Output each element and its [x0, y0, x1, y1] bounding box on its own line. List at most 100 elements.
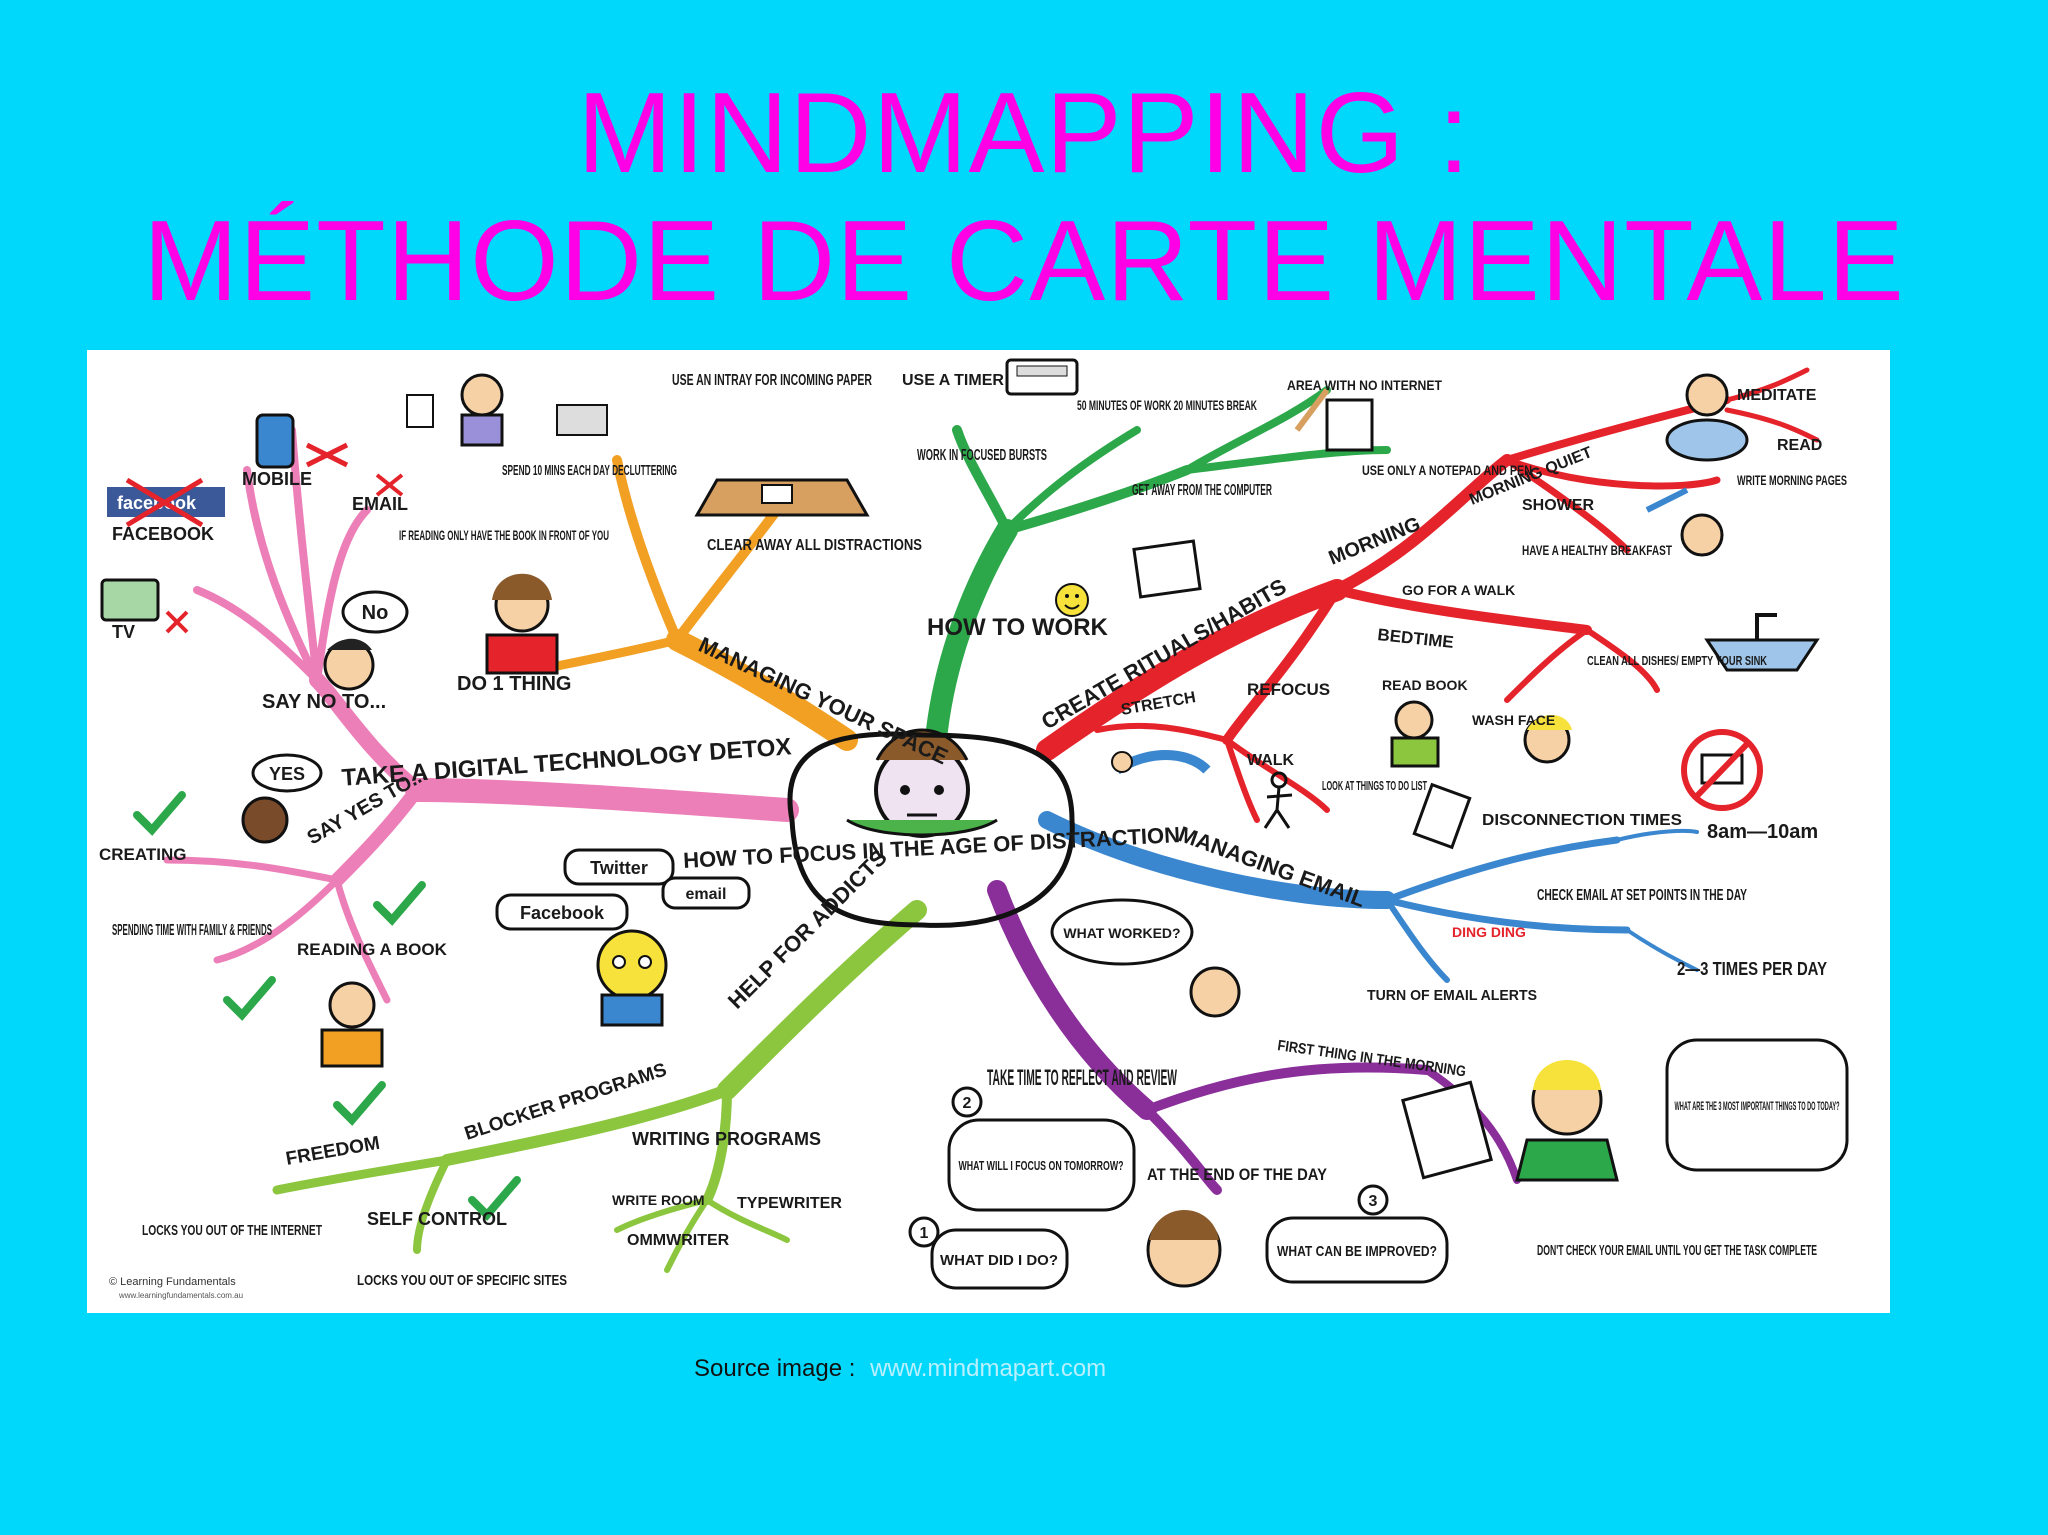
area-no-internet-label: AREA WITH NO INTERNET — [1287, 377, 1442, 393]
email-label: EMAIL — [352, 494, 408, 514]
no-bubble-text: No — [362, 602, 389, 624]
what-worked-bubble — [1050, 898, 1194, 966]
check-icon — [468, 1176, 521, 1221]
writing-label: WRITING PROGRAMS — [632, 1129, 821, 1149]
reflect-label: TAKE TIME TO REFLECT AND REVIEW — [987, 1065, 1177, 1090]
reading-child-icon — [320, 981, 384, 1068]
todo-list-icon — [1412, 782, 1472, 850]
time-range-label: 8am—10am — [1707, 821, 1818, 843]
thinking-face-icon — [1189, 966, 1241, 1018]
clear-away-label: CLEAR AWAY ALL DISTRACTIONS — [707, 537, 922, 554]
number-badge — [908, 1216, 940, 1248]
what-worked-text: WHAT WORKED? — [1063, 925, 1180, 941]
center-bubble — [787, 731, 1075, 928]
number-3: 3 — [1369, 1193, 1378, 1210]
branch-how-to-work — [926, 386, 1391, 741]
happy-face-icon — [241, 753, 323, 844]
smiley-icon — [1055, 583, 1089, 617]
facebook-logo-icon: facebook — [107, 477, 225, 528]
go-walk-label: GO FOR A WALK — [1402, 582, 1515, 598]
three-most-bubble — [1665, 1038, 1849, 1172]
number-badge — [951, 1086, 983, 1118]
turn-off-label: TURN OF EMAIL ALERTS — [1367, 987, 1537, 1004]
locks-sites-label: LOCKS YOU OUT OF SPECIFIC SITES — [357, 1272, 567, 1289]
stressed-face-icon — [596, 929, 668, 1027]
clean-dishes-label: CLEAN ALL DISHES/ EMPTY YOUR SINK — [1587, 653, 1767, 668]
title-line-2: MÉTHODE DE CARTE MENTALE — [143, 198, 1905, 325]
dont-check-label: DON'T CHECK YOUR EMAIL UNTIL YOU GET THE… — [1537, 1242, 1817, 1259]
declutter-person-icon — [406, 373, 608, 447]
improved-bubble — [1265, 1216, 1449, 1284]
number-badge — [1357, 1184, 1389, 1216]
slide-title: MINDMAPPING : MÉTHODE DE CARTE MENTALE — [0, 70, 2048, 326]
freedom-label: FREEDOM — [284, 1133, 381, 1170]
newspaper-icon — [1132, 539, 1202, 599]
intray-label: USE AN INTRAY FOR INCOMING PAPER — [672, 372, 872, 389]
email-bubble — [661, 876, 751, 910]
end-of-day-label: AT THE END OF THE DAY — [1147, 1165, 1328, 1184]
locks-internet-label: LOCKS YOU OUT OF THE INTERNET — [142, 1222, 322, 1239]
number-1: 1 — [920, 1225, 929, 1242]
improved-text: WHAT CAN BE IMPROVED? — [1277, 1243, 1437, 1260]
shower-icon — [1645, 487, 1724, 557]
wash-face-label: WASH FACE — [1472, 712, 1555, 728]
mobile-icon — [255, 413, 349, 469]
twitter-bubble — [563, 848, 675, 886]
mindmap-drawing: facebook — [99, 358, 1849, 1300]
get-away-label: GET AWAY FROM THE COMPUTER — [1132, 482, 1272, 499]
say-no-label: SAY NO TO... — [262, 691, 386, 713]
self-control-label: SELF CONTROL — [367, 1209, 507, 1229]
bursts-label: WORK IN FOCUSED BURSTS — [917, 447, 1047, 464]
shower-label: SHOWER — [1522, 497, 1594, 514]
mindmap-image: facebook — [87, 350, 1890, 1313]
read-label: READ — [1777, 437, 1822, 454]
center-face-icon — [846, 728, 998, 838]
facebook-label: FACEBOOK — [112, 524, 214, 544]
girl-with-list-icon — [1401, 1060, 1619, 1182]
what-did-text: WHAT DID I DO? — [940, 1252, 1058, 1269]
spending-time-label: SPENDING TIME WITH FAMILY & FRIENDS — [112, 922, 272, 939]
twitter-text: Twitter — [590, 858, 648, 878]
credit-url-text: www.learningfundamentals.com.au — [118, 1291, 243, 1300]
creating-label: CREATING — [99, 845, 187, 864]
typewriter-label: TYPEWRITER — [737, 1195, 842, 1212]
source-link[interactable]: www.mindmapart.com — [870, 1355, 1107, 1382]
spend-10-label: SPEND 10 MINS EACH DAY DECLUTTERING — [502, 462, 677, 479]
branch-help-addicts — [272, 900, 927, 1273]
meditate-icon — [1665, 373, 1749, 462]
tv-label: TV — [112, 622, 135, 642]
do-1-thing-label: DO 1 THING — [457, 673, 571, 695]
timer-icon — [1005, 358, 1079, 396]
use-timer-label: USE A TIMER — [902, 372, 1004, 389]
email-text: email — [686, 886, 727, 903]
reading-book-label: READING A BOOK — [297, 940, 448, 959]
read-book-person-icon — [1390, 700, 1440, 768]
help-addicts-label: HELP FOR ADDICTS — [723, 845, 892, 1014]
no-computer-icon — [1681, 729, 1763, 811]
breakfast-label: HAVE A HEALTHY BREAKFAST — [1522, 542, 1672, 558]
write-pages-label: WRITE MORNING PAGES — [1737, 472, 1847, 488]
look-at-label: LOOK AT THINGS TO DO LIST — [1322, 778, 1427, 793]
ommwriter-label: OMMWRITER — [627, 1232, 730, 1249]
source-caption: Source image : www.mindmapart.com — [694, 1355, 1106, 1383]
email-cross-icon — [375, 473, 404, 497]
doodles: facebook — [100, 358, 1849, 1290]
number-2: 2 — [963, 1095, 972, 1112]
check-email-label: CHECK EMAIL AT SET POINTS IN THE DAY — [1537, 887, 1747, 904]
three-most-text: WHAT ARE THE 3 MOST IMPORTANT THINGS TO … — [1675, 1099, 1840, 1113]
refocus-label: REFOCUS — [1247, 680, 1330, 699]
how-to-work-label: HOW TO WORK — [927, 614, 1109, 641]
meditate-label: MEDITATE — [1737, 387, 1817, 404]
walk-icon — [1263, 771, 1293, 829]
focus-bubble — [947, 1118, 1136, 1212]
ding-label: DING DING — [1452, 924, 1526, 940]
branch-managing-email — [1038, 811, 1699, 983]
check-icon — [223, 976, 276, 1021]
walk-label: WALK — [1247, 752, 1295, 769]
wash-face-icon — [1523, 715, 1572, 764]
yes-bubble-text: YES — [269, 764, 305, 784]
branch-reflect — [987, 880, 1521, 1195]
tv-icon — [100, 578, 189, 634]
did-bubble — [930, 1228, 1069, 1290]
checkmarks — [133, 791, 521, 1221]
